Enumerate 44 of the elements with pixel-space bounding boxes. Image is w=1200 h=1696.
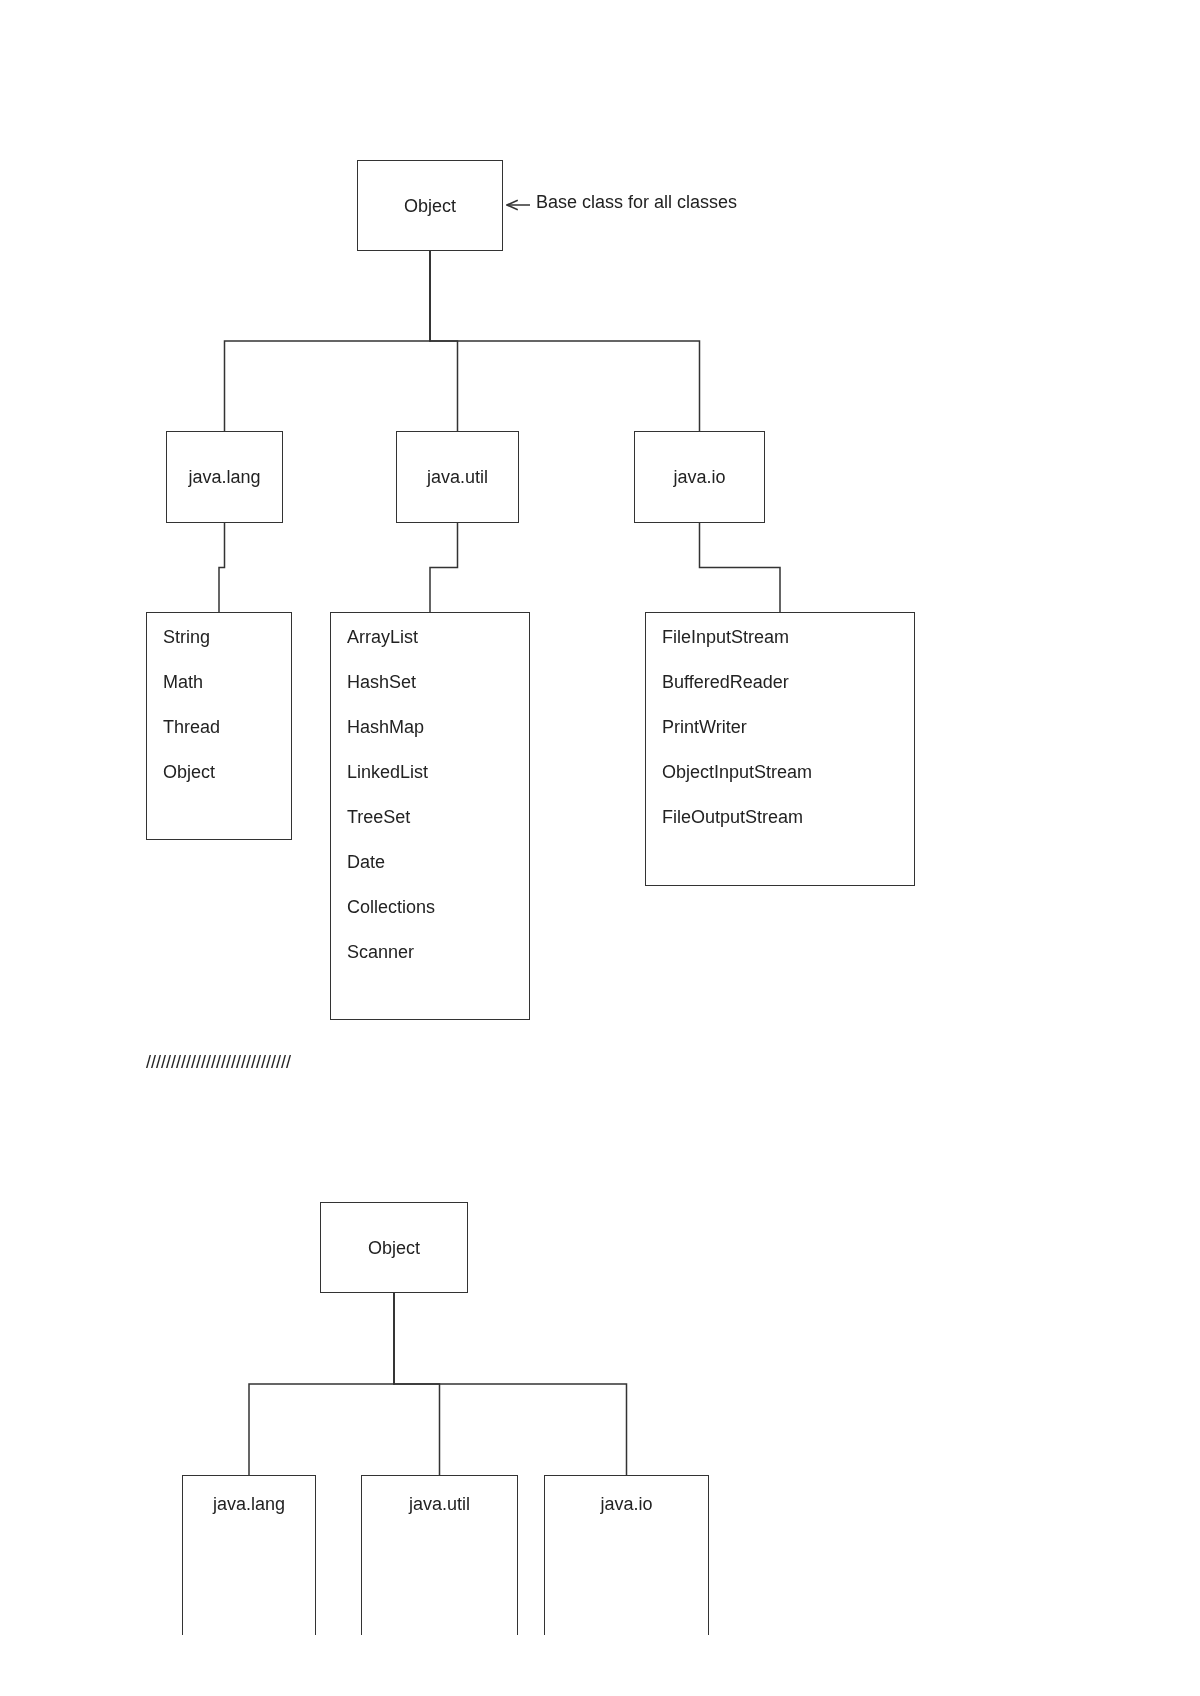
class-list-box [645,612,915,886]
class-name: ArrayList [347,627,418,648]
package-name: Object [367,1237,421,1259]
package-name: Object [403,195,457,217]
package-name: java.lang [211,1494,287,1515]
tree-connector [218,522,226,613]
class-name: PrintWriter [662,717,747,738]
pointer-arrow [506,199,531,211]
class-name: Date [347,852,386,873]
package-name: java.util [407,1494,471,1515]
package-name: java.io [672,467,727,488]
package-name: java.io [599,1494,654,1515]
class-name: LinkedList [347,762,429,783]
package-name: java.lang [187,467,262,488]
class-name: Object [163,762,216,783]
package-box [361,1475,518,1635]
class-name: FileInputStream [662,627,790,648]
package-box [634,431,765,523]
class-name: TreeSet [347,807,411,828]
package-box [396,431,519,523]
package-box [544,1475,709,1635]
package-box [166,431,283,523]
tree-connector [429,250,701,432]
class-name: BufferedReader [662,672,789,693]
class-name: HashSet [347,672,417,693]
package-box [182,1475,316,1635]
class-list-box [330,612,530,1020]
separator-text: ///////////////////////////// [146,1052,292,1073]
tree-connector [698,522,781,613]
class-list-box [146,612,292,840]
class-name: Scanner [347,942,415,963]
class-name: HashMap [347,717,425,738]
class-name: Math [163,672,204,693]
package-box [357,160,503,251]
class-name: FileOutputStream [662,807,804,828]
package-box [320,1202,468,1293]
tree-connector [429,522,459,613]
class-name: Thread [163,717,221,738]
tree-connector [393,1292,628,1476]
package-name: java.util [425,467,489,488]
class-name: String [163,627,211,648]
class-name: ObjectInputStream [662,762,813,783]
class-name: Collections [347,897,436,918]
annotation-text: Base class for all classes [536,192,738,212]
